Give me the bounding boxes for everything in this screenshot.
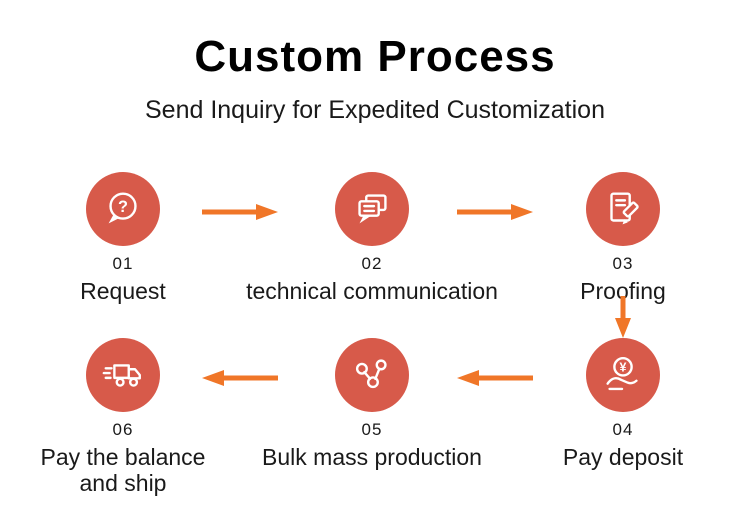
svg-text:?: ?: [118, 198, 128, 216]
step-number: 05: [361, 420, 383, 439]
question-bubble-icon: ?: [108, 192, 137, 224]
page-title: Custom Process: [194, 32, 556, 81]
step-proofing: 03 Proofing: [498, 172, 748, 305]
step-label: Pay the balance and ship: [40, 444, 206, 497]
arrow-right-step1-to-step2: [202, 204, 278, 220]
network-nodes-icon: [355, 359, 387, 389]
step-label: Pay deposit: [562, 444, 684, 470]
arrow-left-step5-to-step6: [202, 370, 278, 386]
step-circle: ¥: [586, 338, 660, 412]
step-number: 03: [612, 254, 634, 273]
arrow-right-step2-to-step3: [457, 204, 533, 220]
step-number: 02: [361, 254, 383, 273]
step-bulk-mass-production: 05 Bulk mass production: [232, 338, 512, 471]
step-circle: ?: [86, 172, 160, 246]
step-request: ? 01 Request: [0, 172, 248, 305]
step-circle: [586, 172, 660, 246]
document-edit-icon: [610, 192, 639, 225]
arrow-left-step4-to-step5: [457, 370, 533, 386]
hand-coin-yuan-icon: ¥: [606, 357, 638, 391]
step-circle: [335, 338, 409, 412]
step-number: 06: [112, 420, 134, 439]
arrow-down-step3-to-step4: [615, 296, 631, 338]
step-number: 01: [112, 254, 134, 273]
chat-bubbles-icon: [358, 194, 387, 224]
step-number: 04: [612, 420, 634, 439]
step-pay-balance-and-ship: 06 Pay the balance and ship: [0, 338, 248, 497]
step-circle: [335, 172, 409, 246]
step-label: technical communication: [246, 278, 498, 304]
step-label: Bulk mass production: [262, 444, 482, 470]
step-label: Request: [80, 278, 166, 304]
delivery-truck-icon: [102, 364, 141, 387]
step-circle: [86, 338, 160, 412]
step-technical-communication: 02 technical communication: [232, 172, 512, 305]
page-subtitle: Send Inquiry for Expedited Customization: [145, 96, 605, 124]
svg-text:¥: ¥: [620, 361, 627, 375]
step-pay-deposit: ¥ 04 Pay deposit: [498, 338, 748, 471]
